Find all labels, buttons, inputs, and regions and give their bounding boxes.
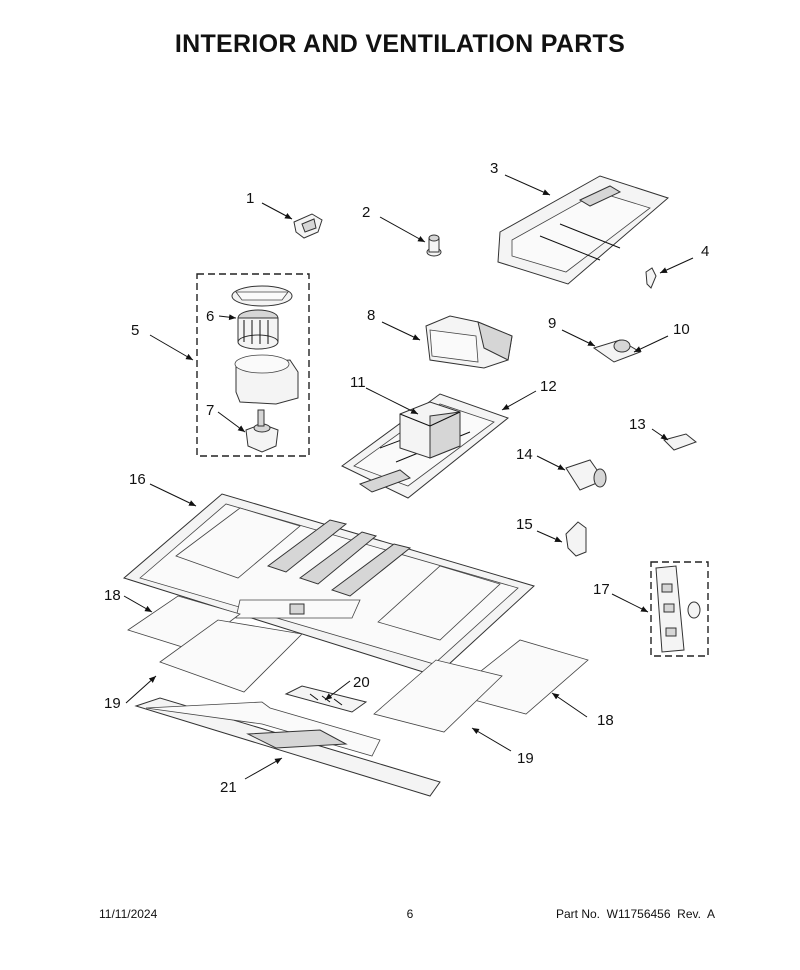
part-7-motor — [245, 409, 279, 453]
part-13-plate — [663, 433, 698, 451]
part-3-mounting-plate — [497, 175, 670, 285]
footer-part-number: Part No. W11756456 Rev. A — [556, 907, 715, 921]
part-2-grommet — [426, 234, 442, 257]
callout-18-left: 18 — [104, 587, 121, 604]
part-16-main-tray — [122, 493, 535, 677]
callout-18-right: 18 — [597, 712, 614, 729]
callout-17: 17 — [593, 581, 610, 598]
callout-10: 10 — [673, 321, 690, 338]
callout-3: 3 — [490, 160, 498, 177]
callout-11: 11 — [350, 374, 366, 391]
callout-21: 21 — [220, 779, 237, 796]
part-18-filter-right — [451, 639, 589, 715]
part-11-transformer — [399, 401, 461, 459]
part-21-vent-grille — [134, 697, 441, 797]
footer-date: 11/11/2024 — [99, 907, 158, 921]
callout-7: 7 — [206, 402, 214, 419]
callout-15: 15 — [516, 516, 533, 533]
callout-19-right: 19 — [517, 750, 534, 767]
part-14-capacitor — [565, 459, 607, 491]
callout-4: 4 — [701, 243, 709, 260]
callout-13: 13 — [629, 416, 646, 433]
part-17-assembly-box — [650, 561, 709, 657]
callout-9: 9 — [548, 315, 556, 332]
callout-8: 8 — [367, 307, 375, 324]
callout-19-left: 19 — [104, 695, 121, 712]
footer-page-number: 6 — [406, 907, 414, 921]
part-17-switch-assembly — [655, 565, 701, 653]
callout-12: 12 — [540, 378, 557, 395]
part-15-bracket — [565, 521, 587, 557]
part-19-filter-right — [373, 659, 503, 733]
callout-20: 20 — [353, 674, 370, 691]
part-8-air-duct — [425, 315, 513, 369]
callout-14: 14 — [516, 446, 533, 463]
part-5-blower-assembly — [231, 285, 299, 453]
part-18-filter-left — [127, 595, 241, 651]
part-5-assembly-box — [196, 273, 310, 457]
part-1-bracket — [293, 213, 323, 239]
part-6-fan-wheel — [237, 309, 279, 350]
page-title: INTERIOR AND VENTILATION PARTS — [174, 30, 626, 58]
callout-16: 16 — [129, 471, 146, 488]
part-4-clip — [645, 267, 657, 289]
callout-1: 1 — [246, 190, 254, 207]
part-10-relay — [613, 339, 631, 353]
part-19-filter-left — [159, 619, 303, 693]
callout-5: 5 — [131, 322, 139, 339]
callout-2: 2 — [362, 204, 370, 221]
callout-6: 6 — [206, 308, 214, 325]
